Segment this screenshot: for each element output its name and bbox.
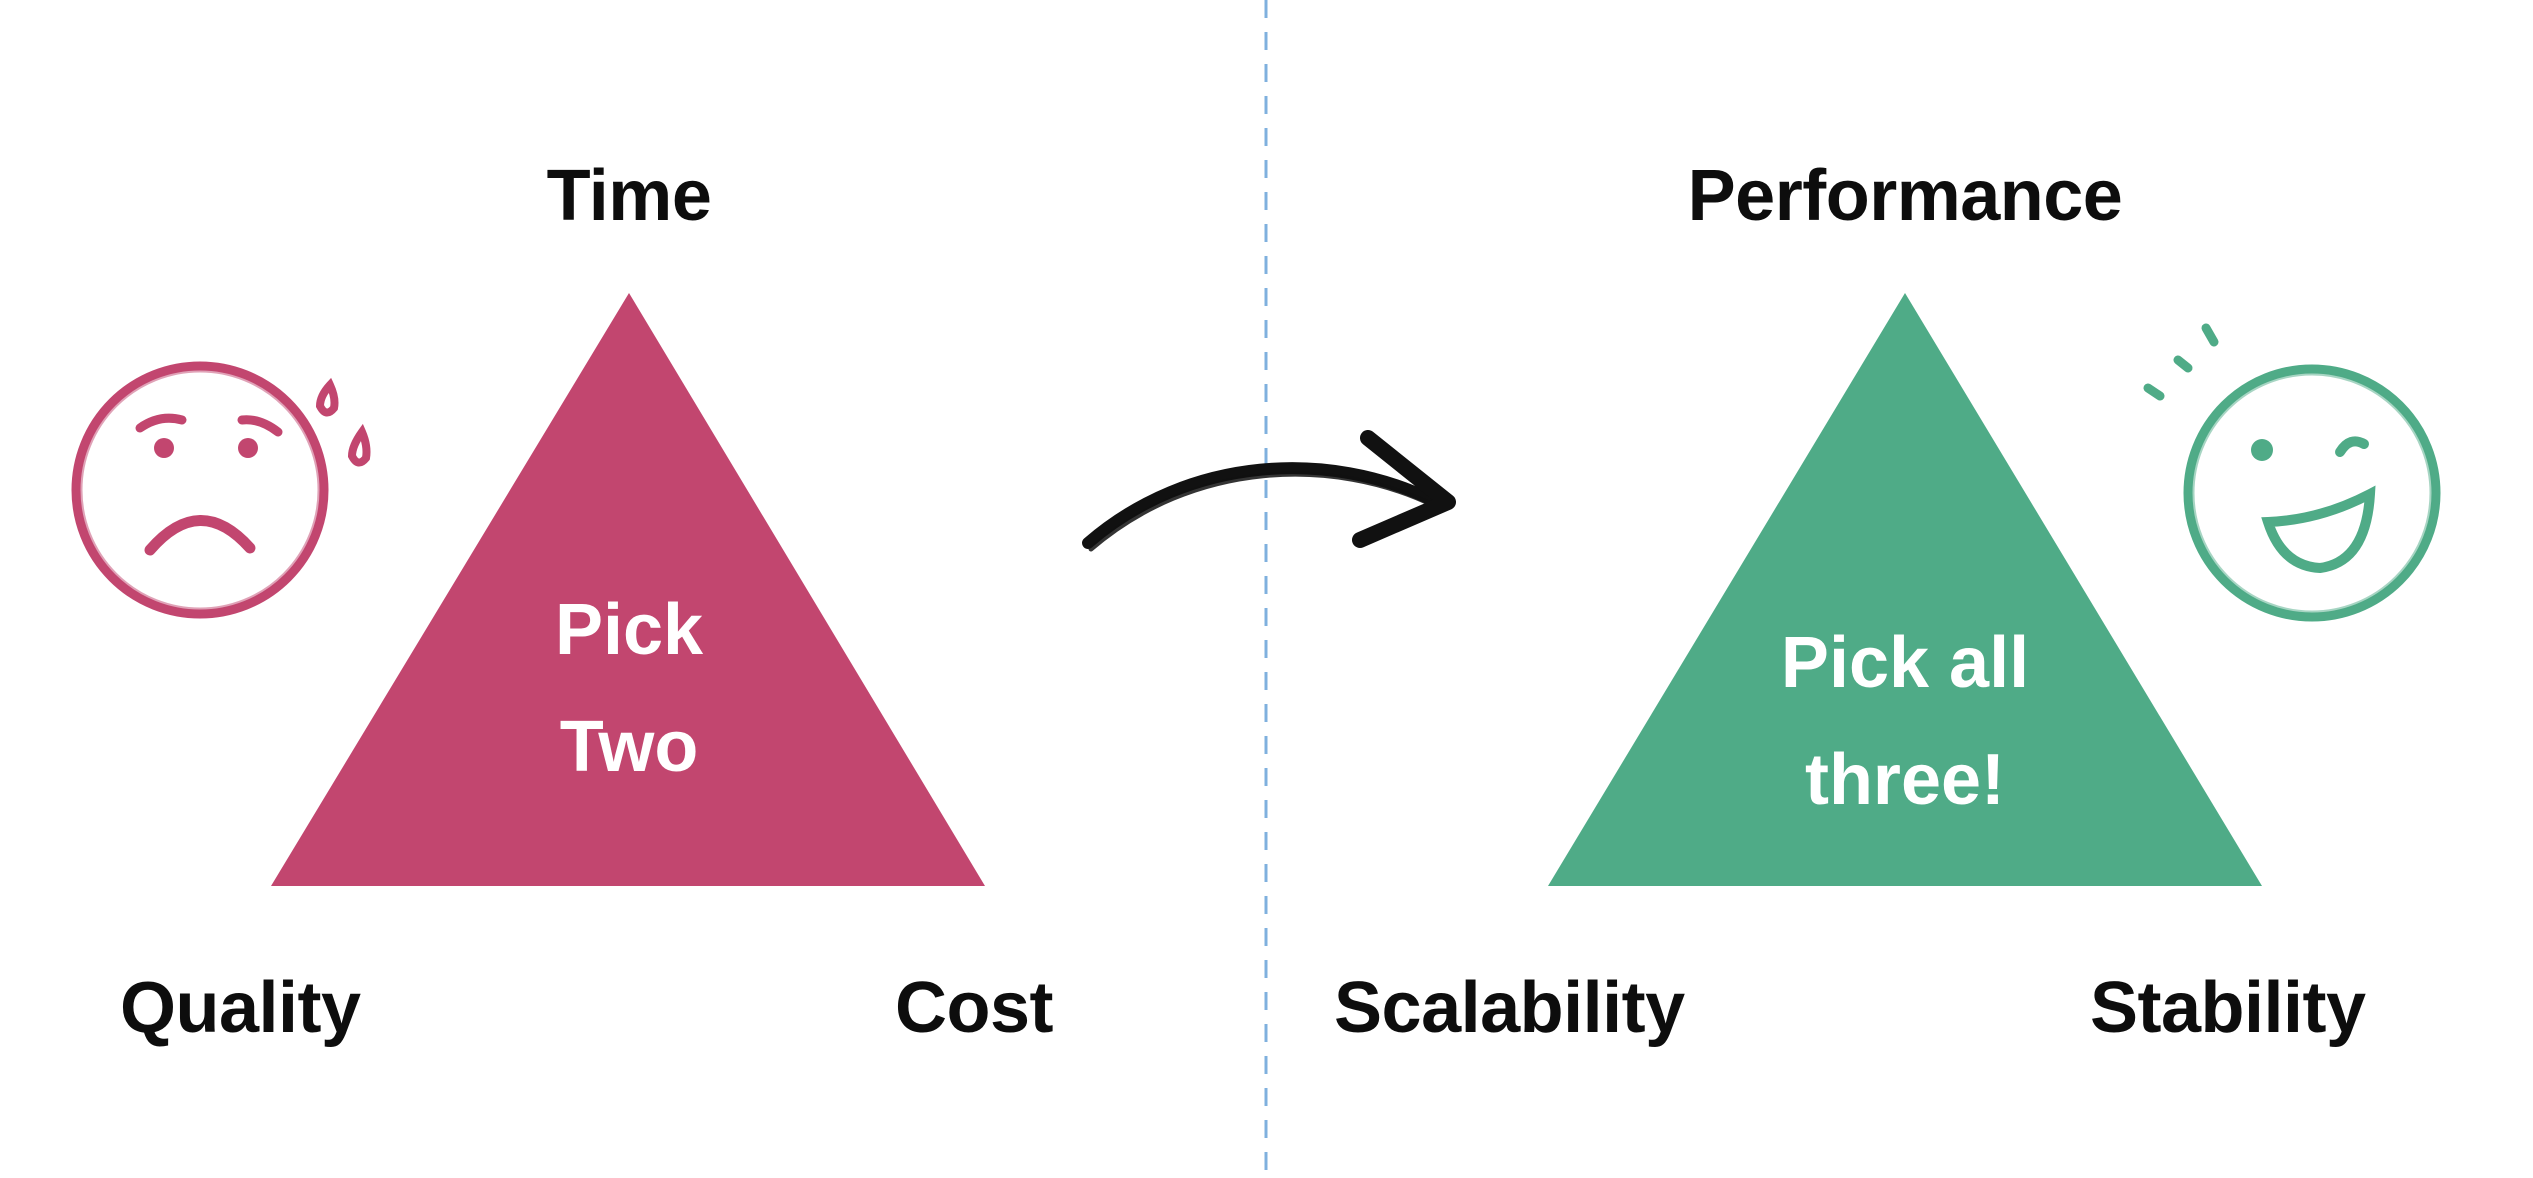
right-triangle-caption: Pick all three!	[1781, 605, 2029, 839]
left-caption-line-2: Two	[559, 707, 699, 787]
left-top-label: Time	[546, 156, 712, 236]
right-top-label: Performance	[1687, 156, 2123, 236]
sad-sweating-face-icon	[71, 361, 371, 619]
left-bottom-right-label: Cost	[895, 968, 1054, 1048]
curved-arrow-right-icon	[1082, 430, 1456, 552]
right-bottom-left-label: Scalability	[1334, 968, 1685, 1048]
right-caption-line-2: three!	[1804, 740, 2006, 820]
left-triangle-caption: Pick Two	[555, 572, 703, 806]
left-triangle	[271, 293, 985, 886]
right-bottom-right-label: Stability	[2090, 968, 2366, 1048]
happy-laughing-face-icon	[2143, 323, 2441, 622]
left-bottom-left-label: Quality	[120, 968, 361, 1048]
right-triangle	[1548, 293, 2262, 886]
right-caption-line-1: Pick all	[1780, 623, 2030, 703]
left-caption-line-1: Pick	[554, 590, 704, 670]
